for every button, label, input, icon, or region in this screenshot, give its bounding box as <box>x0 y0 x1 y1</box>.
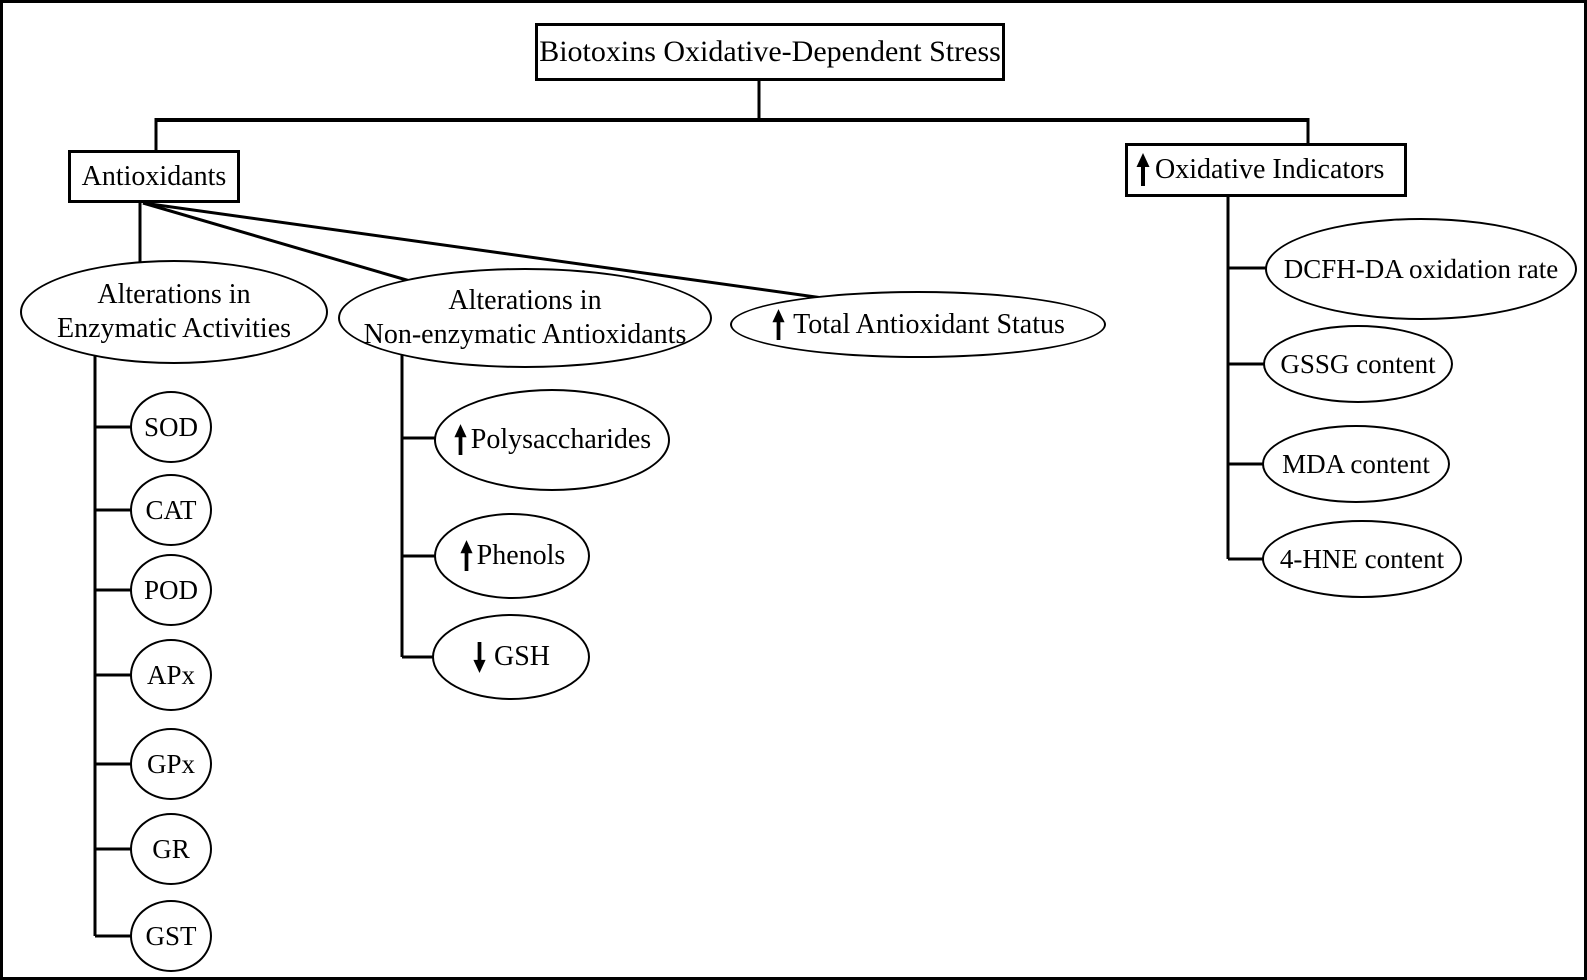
node-enzyme-apx: APx <box>130 639 212 711</box>
antioxidants-label: Antioxidants <box>81 160 227 192</box>
down-arrow-icon <box>473 642 486 673</box>
node-enzyme-gr: GR <box>130 813 212 885</box>
up-arrow-icon <box>772 308 785 340</box>
up-arrow-icon <box>1136 153 1150 186</box>
non-enzymatic-line1: Alterations in <box>448 285 602 316</box>
node-oxidative-indicators: Oxidative Indicators <box>1125 143 1407 197</box>
root-label: Biotoxins Oxidative-Dependent Stress <box>539 35 1001 68</box>
polysaccharides-label: Polysaccharides <box>470 424 652 455</box>
node-enzyme-gpx: GPx <box>130 728 212 800</box>
enzyme-label: GPx <box>146 749 195 779</box>
node-total-antioxidant-status: Total Antioxidant Status <box>730 291 1106 358</box>
node-dcfh-da-oxidation-rate: DCFH-DA oxidation rate <box>1265 218 1577 320</box>
dcfh-da-label: DCFH-DA oxidation rate <box>1283 254 1559 284</box>
non-enzymatic-line2: Non-enzymatic Antioxidants <box>363 319 687 350</box>
up-arrow-icon <box>454 424 467 455</box>
node-non-enzymatic-alterations: Alterations in Non-enzymatic Antioxidant… <box>338 268 712 368</box>
enzymatic-line1: Alterations in <box>97 279 251 310</box>
gsh-label: GSH <box>493 641 550 672</box>
enzyme-label: CAT <box>145 495 197 525</box>
up-arrow-icon <box>460 540 473 571</box>
enzyme-label: POD <box>143 575 198 605</box>
node-mda-content: MDA content <box>1262 425 1450 503</box>
node-antioxidants: Antioxidants <box>68 150 240 203</box>
node-enzyme-sod: SOD <box>130 391 212 463</box>
node-gsh: GSH <box>432 614 590 700</box>
enzyme-label: SOD <box>143 412 198 442</box>
node-polysaccharides: Polysaccharides <box>434 389 670 491</box>
enzyme-label: GR <box>152 834 190 864</box>
node-4hne-content: 4-HNE content <box>1262 520 1462 598</box>
node-phenols: Phenols <box>434 513 590 599</box>
enzyme-label: APx <box>146 660 195 690</box>
enzymatic-line2: Enzymatic Activities <box>56 313 292 344</box>
total-antioxidant-status-label: Total Antioxidant Status <box>793 308 1065 340</box>
node-enzyme-cat: CAT <box>130 474 212 546</box>
node-gssg-content: GSSG content <box>1263 325 1453 403</box>
gssg-label: GSSG content <box>1280 349 1436 379</box>
node-enzyme-pod: POD <box>130 554 212 626</box>
node-enzyme-gst: GST <box>130 900 212 972</box>
node-enzymatic-alterations: Alterations in Enzymatic Activities <box>20 260 328 364</box>
enzyme-label: GST <box>145 921 197 951</box>
mda-label: MDA content <box>1282 449 1430 479</box>
node-root: Biotoxins Oxidative-Dependent Stress <box>535 23 1005 81</box>
phenols-label: Phenols <box>476 540 566 571</box>
4hne-label: 4-HNE content <box>1279 544 1445 574</box>
oxidative-indicators-label: Oxidative Indicators <box>1155 154 1385 185</box>
